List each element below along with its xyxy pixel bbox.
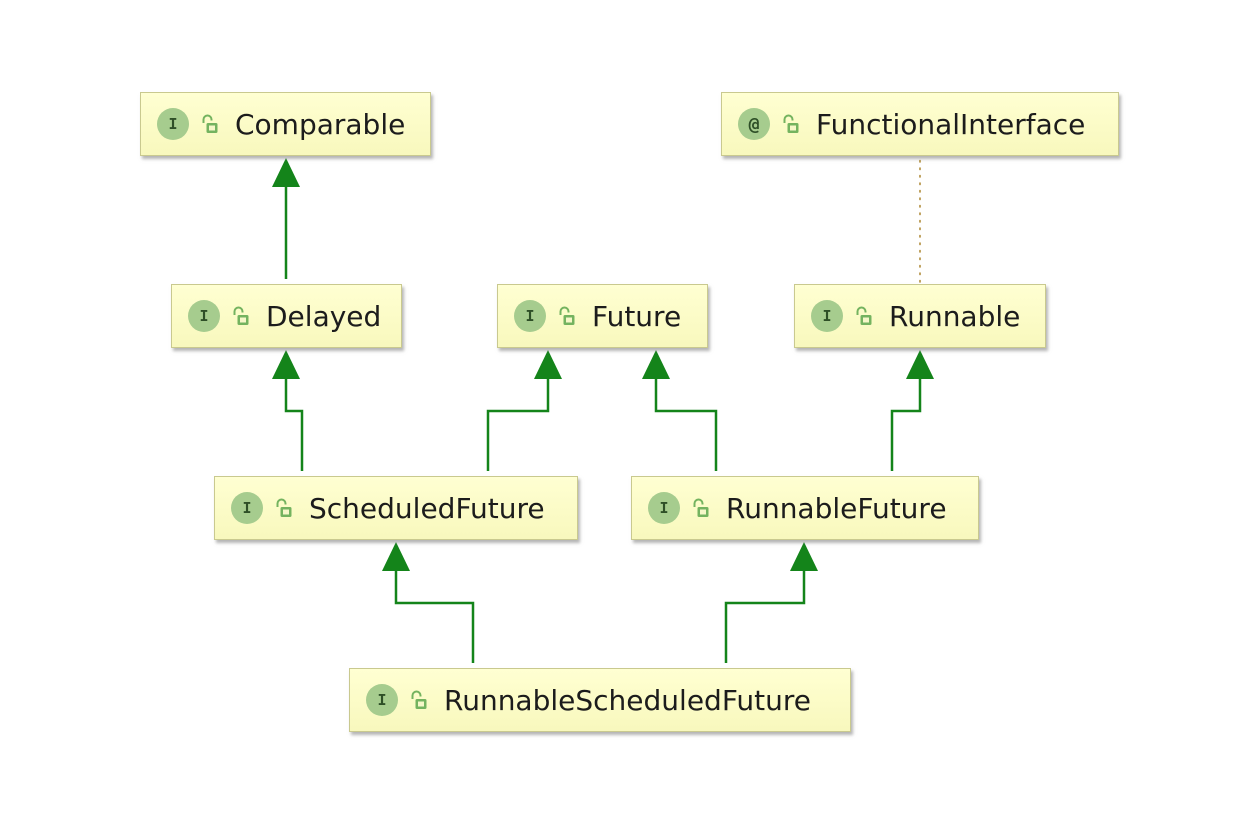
interface-badge-icon: I — [188, 300, 220, 332]
arrowhead-future-right — [642, 350, 670, 379]
node-label: RunnableFuture — [726, 491, 947, 525]
node-future[interactable]: I Future — [497, 284, 708, 348]
node-comparable[interactable]: I Comparable — [140, 92, 431, 156]
arrowhead-delayed — [272, 350, 300, 379]
node-label: Future — [592, 299, 682, 333]
node-scheduled-future[interactable]: I ScheduledFuture — [214, 476, 578, 540]
node-label: FunctionalInterface — [816, 107, 1086, 141]
open-lock-icon — [275, 497, 293, 519]
arrowhead-scheduledfuture — [382, 542, 410, 571]
interface-badge-icon: I — [366, 684, 398, 716]
node-runnable[interactable]: I Runnable — [794, 284, 1046, 348]
arrowhead-comparable — [272, 158, 300, 187]
edge-runnablescheduledfuture-to-runnablefuture — [724, 569, 806, 663]
node-delayed[interactable]: I Delayed — [171, 284, 402, 348]
node-label: Delayed — [266, 299, 382, 333]
node-label: RunnableScheduledFuture — [444, 683, 811, 717]
open-lock-icon — [782, 113, 800, 135]
edge-scheduledfuture-to-delayed — [284, 377, 304, 471]
interface-badge-icon: I — [514, 300, 546, 332]
interface-badge-icon: I — [231, 492, 263, 524]
edge-runnablefuture-to-runnable — [890, 377, 922, 471]
node-runnable-scheduled-future[interactable]: I RunnableScheduledFuture — [349, 668, 851, 732]
interface-badge-icon: I — [811, 300, 843, 332]
open-lock-icon — [232, 305, 250, 327]
open-lock-icon — [558, 305, 576, 327]
arrowhead-runnable — [906, 350, 934, 379]
node-label: Comparable — [235, 107, 406, 141]
open-lock-icon — [410, 689, 428, 711]
node-runnable-future[interactable]: I RunnableFuture — [631, 476, 979, 540]
interface-badge-icon: I — [648, 492, 680, 524]
arrowhead-future-left — [534, 350, 562, 379]
node-label: Runnable — [889, 299, 1021, 333]
node-label: ScheduledFuture — [309, 491, 545, 525]
edge-runnablefuture-to-future — [654, 377, 718, 471]
arrowhead-runnablefuture — [790, 542, 818, 571]
annotation-badge-icon: @ — [738, 108, 770, 140]
edge-runnablescheduledfuture-to-scheduledfuture — [394, 569, 475, 663]
open-lock-icon — [692, 497, 710, 519]
interface-badge-icon: I — [157, 108, 189, 140]
node-functional-interface[interactable]: @ FunctionalInterface — [721, 92, 1119, 156]
open-lock-icon — [855, 305, 873, 327]
edge-scheduledfuture-to-future — [486, 377, 550, 471]
open-lock-icon — [201, 113, 219, 135]
